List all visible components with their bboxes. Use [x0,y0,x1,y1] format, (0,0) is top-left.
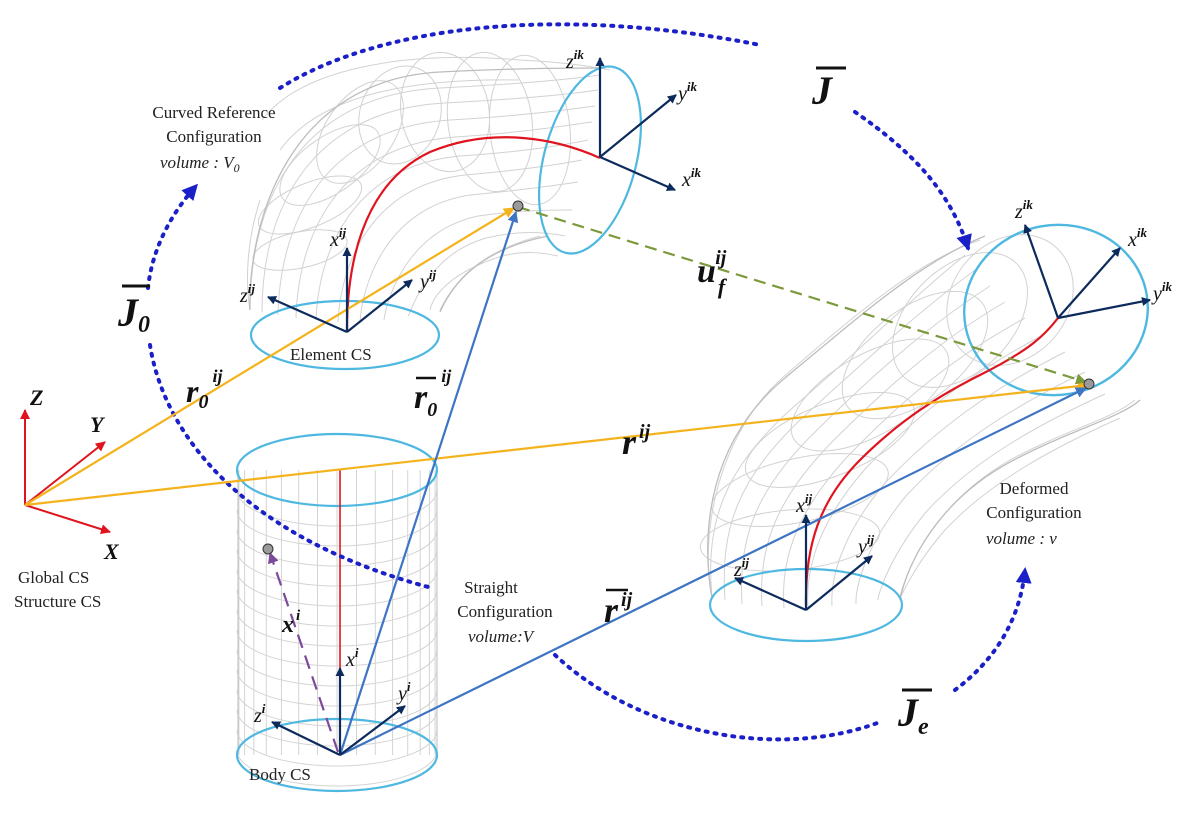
global-x-label: X [103,539,120,564]
global-x-axis [24,504,111,535]
element-z-label: zij [239,281,255,307]
curved-config-label-line2: Configuration [166,127,262,146]
transform-arrows [146,22,1032,742]
body-x-label: xi [345,645,359,671]
global-cs-label: Global CS [18,568,89,587]
point-body [262,543,274,555]
ik-deformed-x-label: xik [1127,225,1148,251]
global-y-label: Y [90,412,106,437]
curved-volume-label: volume : V0 [160,153,240,175]
j0-arrow-up [146,183,199,290]
ik-curved-x-label: xik [681,165,702,191]
straight-volume-label: volume:V [468,627,536,646]
svg-text:J0: J0 [117,290,150,338]
curved-bottom-ring [249,299,441,371]
curved-tube [247,51,643,371]
svg-text:rij: rij [604,589,633,630]
ik-deformed-z-label: zik [1014,197,1033,223]
element-deformed-x-label: xij [795,491,813,517]
ik-curved-z-label: zik [565,47,584,73]
straight-cylinder-mesh [236,470,438,787]
ik-deformed-y-label: yik [1151,279,1173,305]
body-frame [271,667,406,756]
element-cs-label: Element CS [290,345,372,364]
deformed-config-label-line1: Deformed [1000,479,1069,498]
point-deformed [1083,378,1095,390]
global-y-axis [24,441,106,506]
r0-vector [24,207,515,506]
deformed-centerline [804,317,1059,606]
svg-text:J: J [811,68,834,113]
je-arrow-bottom [553,653,882,742]
element-deformed-y-label: yij [856,532,875,558]
je-arrow-up [953,567,1032,692]
straight-top-ring [235,432,439,508]
element-deformed-z-label: zij [733,555,749,581]
svg-text:r0ij: r0ij [414,366,452,421]
body-cs-label: Body CS [249,765,311,784]
ik-curved-y-label: yik [676,79,698,105]
rbar-vector [339,387,1087,756]
displacement-vector [517,205,1087,385]
j0-bar-symbol: J0 [117,284,150,338]
element-y-label: yij [418,267,437,293]
global-z-label: Z [29,385,43,410]
curved-config-label-line1: Curved Reference [152,103,275,122]
ik-frame-curved [595,57,677,192]
curved-centerline [345,136,601,331]
straight-cylinder [235,432,439,793]
curved-tube-mesh [247,51,611,323]
local-position-vector [268,552,340,753]
deformed-config-label-line2: Configuration [986,503,1082,522]
straight-config-label-line2: Configuration [457,602,553,621]
body-y-label: yi [396,679,411,705]
j-bar-symbol: J [811,66,846,113]
element-frame-deformed [734,514,873,612]
body-z-label: zi [253,701,266,727]
je-bar-symbol: Je [897,688,932,740]
r0bar-vector [338,211,519,756]
displacement-symbol: ufij [697,247,728,299]
j0-arrow-down [148,343,434,590]
r0bar-symbol: r0ij [414,366,452,421]
position-vectors [24,205,1089,756]
structure-cs-label: Structure CS [14,592,101,611]
point-reference [512,200,524,212]
svg-text:Je: Je [897,690,929,740]
straight-config-label-line1: Straight [464,578,518,597]
straight-bottom-ring [235,717,439,793]
r0-symbol: r0ij [186,366,223,413]
element-frame-curved [267,247,413,334]
r-vector [24,380,1089,507]
ik-frame-deformed [1023,224,1151,320]
deformed-end-ring [963,223,1149,397]
deformed-tube [699,223,1149,643]
j-arrow-top-right [853,110,972,251]
deformed-volume-label: volume : v [986,529,1057,548]
element-x-label: xij [329,225,347,251]
deformed-tube-mesh [699,234,1136,609]
global-axes [20,409,111,535]
